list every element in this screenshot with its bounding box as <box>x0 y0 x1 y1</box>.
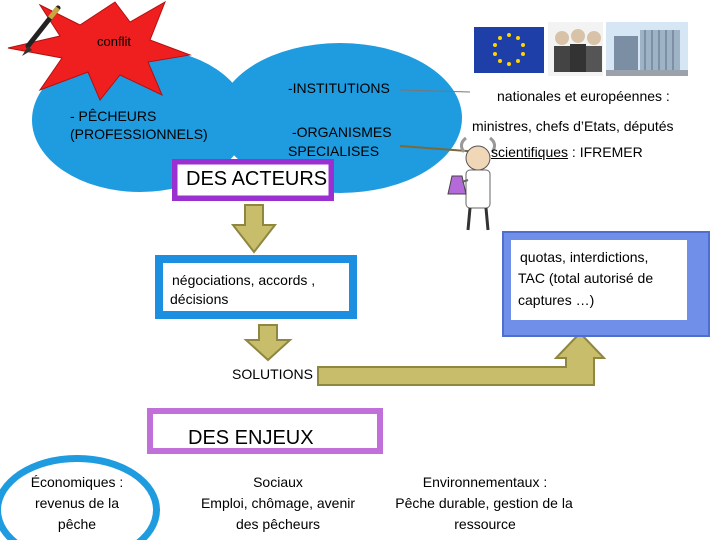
conflict-label: conflit <box>97 34 131 49</box>
ifremer-label: : IFREMER <box>568 144 643 160</box>
negociations-line-2: décisions <box>170 291 229 307</box>
environnementaux-title: Environnementaux : <box>422 474 548 490</box>
connector-line-1 <box>399 89 471 93</box>
pecheurs-label: - PÊCHEURS <box>70 108 157 124</box>
economiques-line-1: Économiques : <box>30 474 124 490</box>
sociaux-line-2: Emploi, chômage, avenir <box>200 495 356 511</box>
conflict-star <box>7 0 192 101</box>
scientist-icon <box>447 136 497 231</box>
ministres-label: ministres, chefs d’Etats, députés <box>472 118 674 134</box>
down-arrow-2 <box>243 324 293 362</box>
environnementaux-line-3: ressource <box>454 516 516 532</box>
organismes-label: -ORGANISMES <box>292 124 392 140</box>
parliament-building-icon <box>606 22 688 76</box>
pecheurs-ellipse <box>32 48 248 192</box>
institutions-ellipse <box>218 43 462 193</box>
scientifiques-word: scientifiques <box>491 144 569 160</box>
nationales-label: nationales et européennes : <box>497 88 670 104</box>
enjeux-title: DES ENJEUX <box>188 427 314 449</box>
environnementaux-line-2: Pêche durable, gestion de la <box>395 495 573 511</box>
quotas-line-3: captures …) <box>518 292 595 308</box>
sociaux-title: Sociaux <box>253 474 303 490</box>
institutions-label: -INSTITUTIONS <box>288 80 390 96</box>
eu-flag-icon <box>474 27 544 73</box>
acteurs-title: DES ACTEURS <box>186 168 328 190</box>
specialises-label: SPECIALISES <box>288 143 380 159</box>
sociaux-line-3: des pêcheurs <box>235 516 321 532</box>
judges-icon <box>548 22 603 76</box>
solutions-arrow <box>317 331 607 386</box>
down-arrow-1 <box>230 204 278 254</box>
pen-icon <box>22 5 61 56</box>
quotas-line-1: quotas, interdictions, <box>520 249 649 265</box>
economiques-line-3: pêche <box>57 516 97 532</box>
negociations-line-1: négociations, accords , <box>172 272 316 288</box>
quotas-line-2: TAC (total autorisé de <box>518 270 654 286</box>
pecheurs-sub-label: (PROFESSIONNELS) <box>70 126 208 142</box>
solutions-label: SOLUTIONS <box>232 366 313 382</box>
scientifiques-label: scientifiques : IFREMER <box>491 144 643 160</box>
connector-line-2 <box>399 145 481 153</box>
economiques-line-2: revenus de la <box>34 495 120 511</box>
